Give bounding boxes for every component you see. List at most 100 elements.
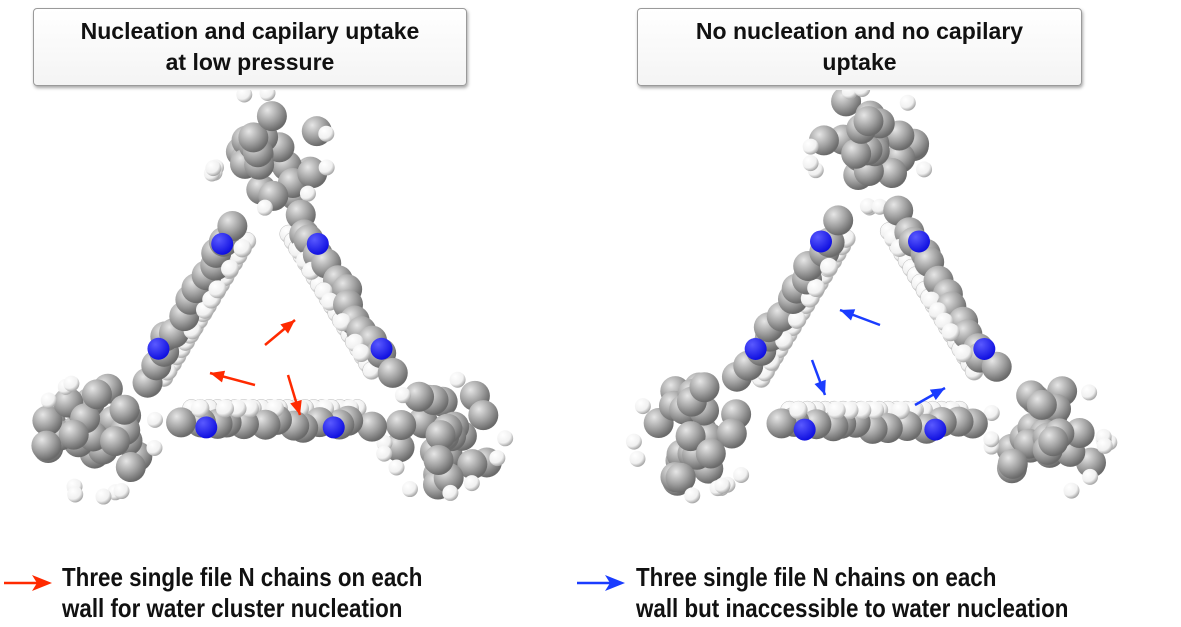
legend-line: Three single file N chains on each [636, 562, 997, 592]
blue-arrow-icon [577, 575, 625, 591]
arrow-head [290, 399, 302, 415]
carbon-atom [853, 106, 884, 137]
hydrogen-atom [63, 375, 80, 392]
hydrogen-atom [859, 198, 876, 215]
panel-title-right: No nucleation and no capilary uptake [637, 8, 1082, 86]
nitrogen-atom [306, 232, 329, 255]
hydrogen-atom [40, 392, 57, 409]
hydrogen-atom [299, 185, 316, 202]
hydrogen-atom [802, 138, 819, 155]
hydrogen-atom [625, 433, 642, 450]
arrow-head [280, 320, 295, 334]
hydrogen-atom [318, 159, 335, 176]
carbon-atom [997, 448, 1028, 479]
carbon-atom [766, 408, 797, 439]
nitrogen-atom [810, 230, 833, 253]
title-line: Nucleation and capilary uptake [80, 18, 420, 44]
carbon-atom [689, 372, 720, 403]
arrow-head [210, 370, 226, 383]
hydrogen-atom [394, 387, 411, 404]
legend-right: Three single file N chains on each wall … [636, 562, 1068, 624]
hydrogen-atom [733, 466, 750, 483]
carbon-atom [32, 405, 63, 436]
nitrogen-atom [793, 418, 816, 441]
hydrogen-atom [714, 477, 731, 494]
carbon-atom [386, 410, 417, 441]
carbon-atom [115, 452, 146, 483]
title-line: at low pressure [165, 49, 335, 75]
hydrogen-atom [983, 431, 1000, 448]
carbon-atom [250, 409, 281, 440]
molecular-structure-left [31, 90, 514, 505]
carbon-atom [695, 438, 726, 469]
nitrogen-atom [973, 337, 996, 360]
legend-line: wall but inaccessible to water nucleatio… [636, 593, 1069, 623]
hydrogen-atom [789, 401, 808, 420]
carbon-atom [675, 421, 706, 452]
carbon-atom [377, 357, 408, 388]
hydrogen-atom [216, 399, 235, 418]
hydrogen-atom [941, 323, 960, 342]
legend-line: wall for water cluster nucleation [62, 593, 403, 623]
carbon-atom [81, 379, 112, 410]
arrow-head [814, 379, 826, 395]
hydrogen-atom [1082, 468, 1099, 485]
nitrogen-atom [924, 418, 947, 441]
nitrogen-atom [370, 337, 393, 360]
carbon-atom [31, 430, 62, 461]
carbon-atom [423, 444, 454, 475]
hydrogen-atom [983, 404, 1000, 421]
carbon-atom [99, 426, 130, 457]
hydrogen-atom [208, 280, 227, 299]
hydrogen-atom [854, 90, 871, 97]
hydrogen-atom [228, 399, 247, 418]
hydrogen-atom [802, 155, 819, 172]
carbon-atom [238, 122, 269, 153]
hydrogen-atom [684, 487, 701, 504]
hydrogen-atom [236, 90, 253, 103]
hydrogen-atom [954, 344, 973, 363]
arrow-head [929, 388, 945, 401]
carbon-atom [357, 411, 388, 442]
hydrogen-atom [899, 94, 916, 111]
hydrogen-atom [191, 399, 210, 418]
hydrogen-atom [259, 90, 276, 101]
hydrogen-atom [489, 450, 506, 467]
hydrogen-atom [146, 411, 163, 428]
hydrogen-atom [256, 199, 273, 216]
hydrogen-atom [1081, 384, 1098, 401]
hydrogen-atom [146, 439, 163, 456]
hydrogen-atom [787, 310, 806, 329]
carbon-atom [425, 420, 456, 451]
hydrogen-atom [827, 401, 846, 420]
nitrogen-atom [744, 337, 767, 360]
carbon-atom [1026, 389, 1057, 420]
hydrogen-atom [233, 239, 252, 258]
hydrogen-atom [67, 486, 84, 503]
hydrogen-atom [449, 371, 466, 388]
hydrogen-atom [853, 401, 872, 420]
carbon-atom [841, 138, 872, 169]
legend-left: Three single file N chains on each wall … [62, 562, 422, 624]
molecular-structure-right [625, 90, 1118, 504]
nitrogen-atom [147, 337, 170, 360]
hydrogen-atom [442, 484, 459, 501]
hydrogen-atom [629, 450, 646, 467]
hydrogen-atom [840, 401, 859, 420]
arrow-head [840, 309, 856, 321]
legend-line: Three single file N chains on each [62, 562, 423, 592]
nitrogen-atom [907, 230, 930, 253]
carbon-atom [665, 462, 696, 493]
title-line: No nucleation and no capilary [695, 18, 1024, 44]
hydrogen-atom [401, 481, 418, 498]
carbon-atom [256, 101, 287, 132]
hydrogen-atom [113, 483, 130, 500]
hydrogen-atom [221, 259, 240, 278]
carbon-atom [1038, 426, 1069, 457]
carbon-atom [166, 407, 197, 438]
nitrogen-atom [322, 416, 345, 439]
hydrogen-atom [891, 401, 910, 420]
title-line: uptake [822, 49, 897, 75]
hydrogen-atom [318, 125, 335, 142]
nitrogen-atom [211, 232, 234, 255]
